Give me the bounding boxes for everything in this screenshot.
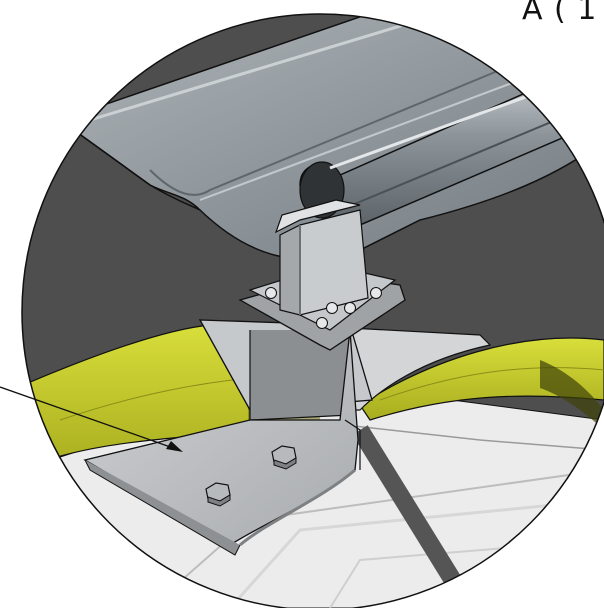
screw-icon [265,287,277,299]
roof-sheet [58,14,604,260]
leader-arrow [0,386,183,452]
rail-clamp [238,199,406,351]
hex-bolt [205,482,231,507]
hex-bolt [271,445,297,470]
screw-icon [326,302,338,314]
z-bracket-plate [83,319,373,556]
screw-icon [370,287,382,299]
screw-icon [316,317,328,329]
screw-icon [344,302,356,314]
detail-label: A ( 1 [522,0,598,27]
